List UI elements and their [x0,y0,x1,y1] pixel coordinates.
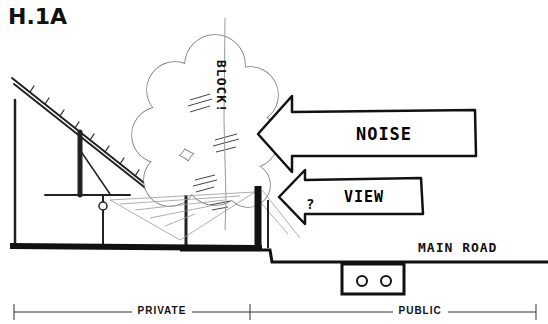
private-ground [10,246,262,248]
zone-label: PUBLIC [393,305,448,316]
arrow-callout: VIEW [277,168,425,226]
arrow-label: VIEW [344,188,384,206]
arrow-callout: NOISE [256,94,478,174]
tree-canopy-fill [132,35,278,207]
truss-brace [80,150,110,194]
car-symbol [342,264,404,294]
arrow-shape [258,96,476,172]
sight-hatch [110,190,300,240]
boundary-wall [255,186,262,246]
block-line [224,18,226,230]
roof-tiles [30,86,139,176]
tree-canopy-outline [132,35,278,207]
arrow-text-area: VIEW [307,180,421,214]
road-label: MAIN ROAD [418,240,497,255]
arrow-label: NOISE [356,124,412,144]
block-note: BLOCK! [214,60,229,113]
question-note: ? [306,196,315,212]
car-wheel [357,276,367,286]
zone-scale [14,304,536,320]
truss-post [78,132,83,195]
arrow-shape [279,170,423,224]
tree-trunk [185,195,188,246]
arrow-text-area: NOISE [296,112,472,156]
post-cap [99,202,107,210]
tree-shading [188,94,239,210]
house-wall [14,100,17,246]
diagram-title: H.1A [8,4,67,29]
truss-beam [45,194,130,196]
car-wheel [381,276,391,286]
canopy-post [267,200,269,248]
zone-label: PRIVATE [132,305,193,316]
